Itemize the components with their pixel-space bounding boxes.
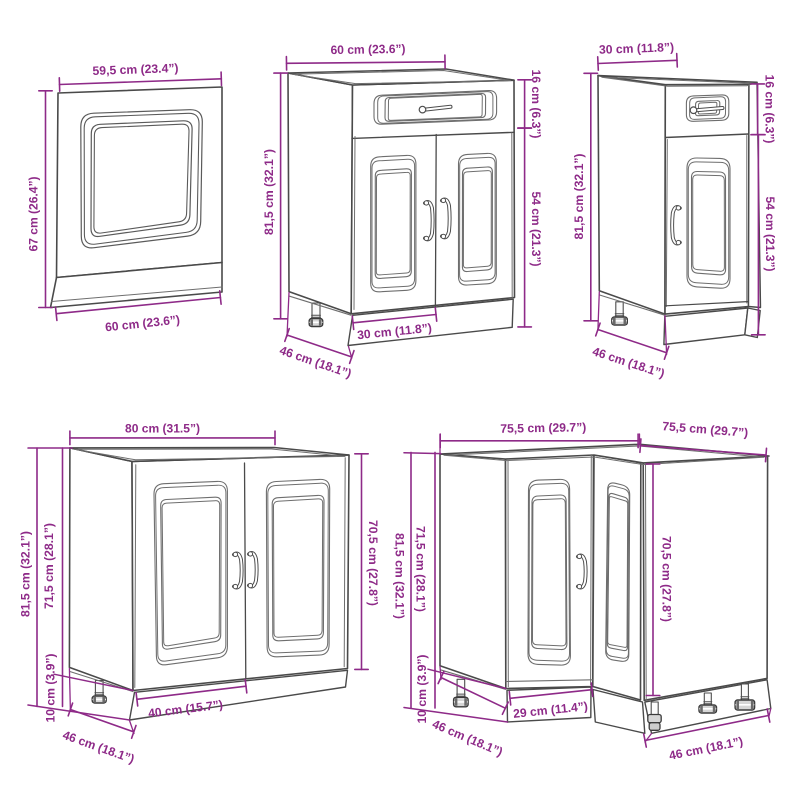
svg-text:16 cm (6.3”): 16 cm (6.3”) (529, 70, 543, 139)
svg-text:10 cm (3.9”): 10 cm (3.9”) (415, 655, 429, 724)
svg-text:81,5 cm (32.1”): 81,5 cm (32.1”) (572, 154, 586, 240)
svg-text:71,5 cm (28.1”): 71,5 cm (28.1”) (414, 526, 428, 612)
svg-text:16 cm (6.3”): 16 cm (6.3”) (762, 75, 776, 144)
svg-text:81,5 cm (32.1”): 81,5 cm (32.1”) (393, 533, 407, 619)
svg-text:81,5 cm (32.1”): 81,5 cm (32.1”) (262, 149, 276, 235)
svg-text:71,5 cm (28.1”): 71,5 cm (28.1”) (42, 523, 56, 609)
svg-text:81,5 cm (32.1”): 81,5 cm (32.1”) (19, 531, 33, 617)
svg-text:54 cm (21.3”): 54 cm (21.3”) (763, 197, 777, 272)
svg-text:59,5 cm (23.4”): 59,5 cm (23.4”) (92, 61, 178, 78)
svg-text:67 cm (26.4”): 67 cm (26.4”) (27, 177, 41, 252)
svg-text:30 cm (11.8”): 30 cm (11.8”) (599, 40, 674, 57)
svg-text:70,5 cm (27.8”): 70,5 cm (27.8”) (366, 520, 380, 606)
svg-text:75,5 cm (29.7”): 75,5 cm (29.7”) (662, 419, 749, 440)
svg-text:70,5 cm (27.8”): 70,5 cm (27.8”) (660, 536, 674, 622)
svg-text:80 cm (31.5”): 80 cm (31.5”) (125, 422, 200, 436)
svg-text:60 cm (23.6”): 60 cm (23.6”) (330, 42, 405, 57)
svg-text:10 cm (3.9”): 10 cm (3.9”) (44, 654, 58, 723)
svg-text:54 cm (21.3”): 54 cm (21.3”) (529, 192, 543, 267)
svg-text:75,5 cm (29.7”): 75,5 cm (29.7”) (500, 420, 586, 435)
